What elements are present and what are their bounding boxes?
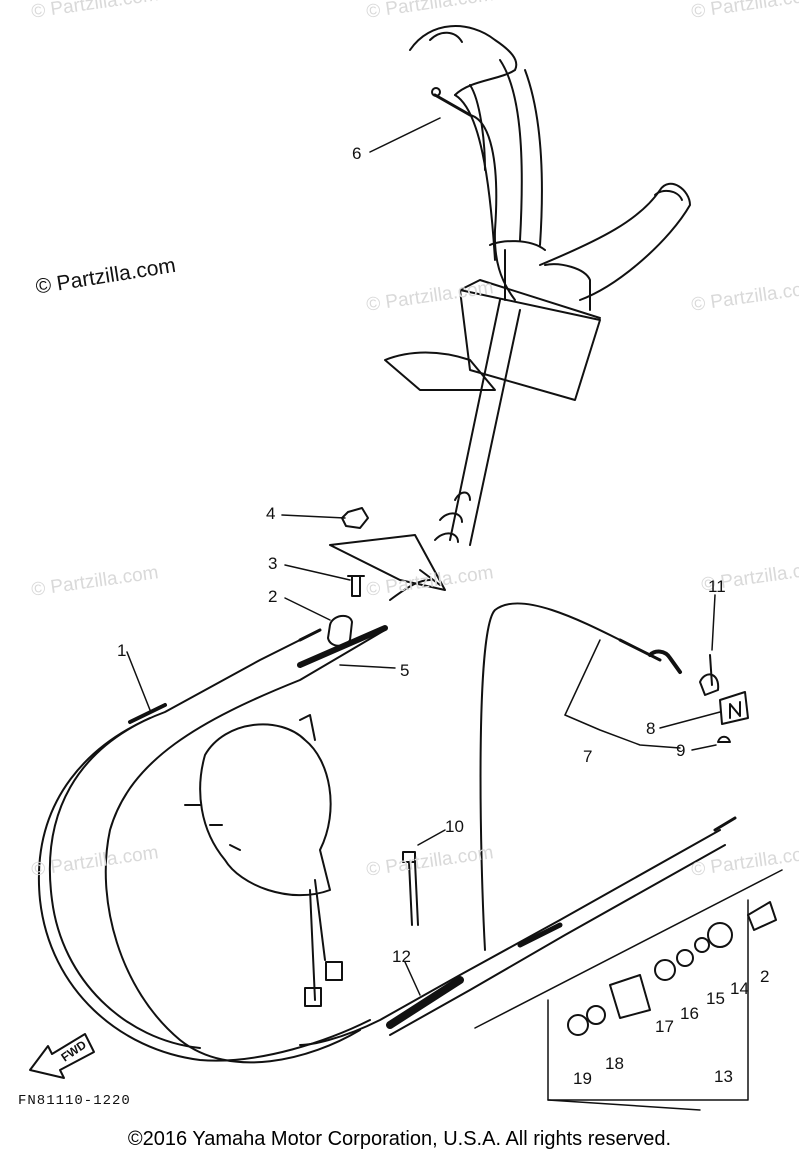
callout-6: 6 (352, 144, 362, 163)
callout-18: 18 (605, 1054, 624, 1073)
neutral-cable-7 (479, 602, 682, 951)
cable-tie-10 (402, 851, 419, 926)
screw-9 (717, 735, 731, 743)
callout-leaders (126, 117, 721, 996)
throttle-cable-5 (104, 579, 431, 1064)
callout-17: 17 (655, 1017, 674, 1036)
callout-12: 12 (392, 947, 411, 966)
callout-9: 9 (676, 741, 686, 760)
steering-column (329, 25, 691, 591)
callout-15: 15 (706, 989, 725, 1008)
fwd-arrow-icon (29, 1033, 95, 1079)
bolt-3 (347, 575, 365, 597)
steering-cable-12 (299, 816, 737, 1046)
carburetor (184, 714, 343, 1007)
callout-7: 7 (583, 747, 593, 766)
callout-19: 19 (573, 1069, 592, 1088)
n-label-8 (719, 691, 749, 725)
callout-2-kit: 2 (760, 967, 770, 986)
callout-8: 8 (646, 719, 656, 738)
callout-1: 1 (117, 641, 127, 660)
callout-5: 5 (400, 661, 410, 680)
callout-2: 2 (268, 587, 278, 606)
cable-kit-13 (474, 869, 783, 1111)
cable-connector-6 (431, 87, 516, 301)
nut-4 (341, 507, 369, 529)
throttle-cable-1 (37, 628, 371, 1062)
callout-3: 3 (268, 554, 278, 573)
figure-code: FN81110-1220 (18, 1093, 131, 1109)
callout-13: 13 (714, 1067, 733, 1086)
callout-14: 14 (730, 979, 749, 998)
callout-11: 11 (708, 577, 726, 596)
terminal-11 (699, 654, 720, 696)
callout-10: 10 (445, 817, 464, 836)
callout-16: 16 (680, 1004, 699, 1023)
copyright-notice: ©2016 Yamaha Motor Corporation, U.S.A. A… (127, 1128, 672, 1150)
callout-4: 4 (266, 504, 276, 523)
